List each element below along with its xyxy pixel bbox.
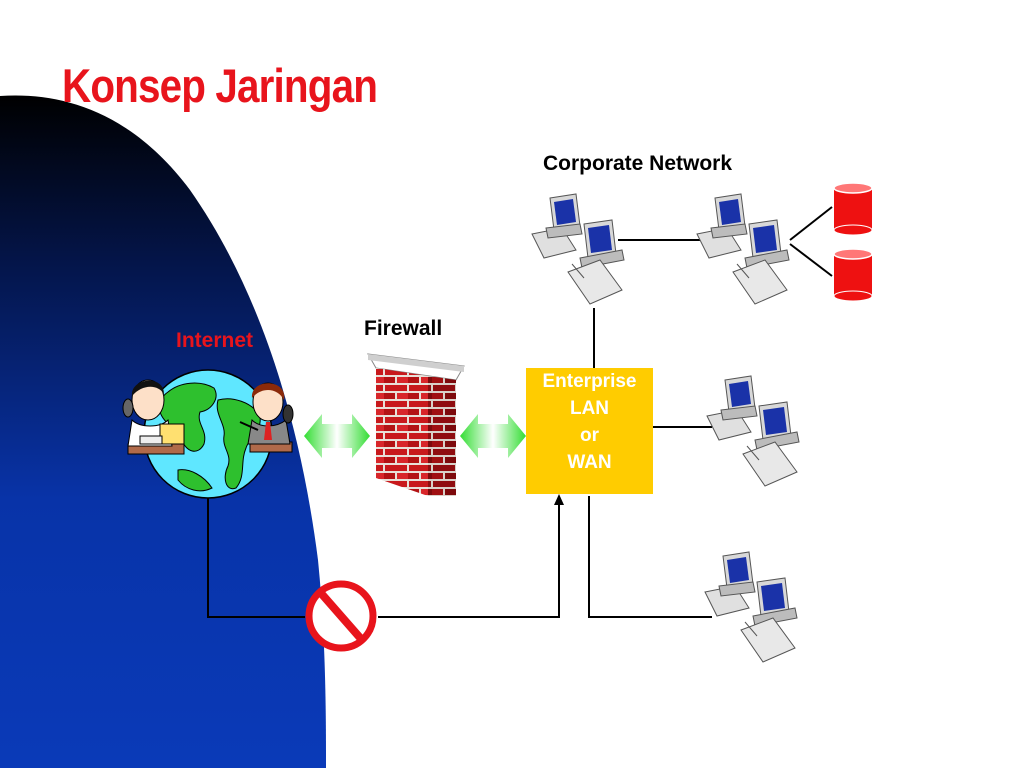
lan-box-line: WAN: [567, 452, 612, 473]
slide-title: Konsep Jaringan: [62, 59, 378, 112]
connection-lines: [207, 206, 833, 618]
corporate-network-label: Corporate Network: [543, 152, 733, 175]
double-arrow-icon: [304, 414, 370, 458]
database-icon: [833, 182, 873, 236]
firewall-label: Firewall: [364, 317, 443, 340]
double-arrow-icon: [460, 414, 526, 458]
lan-box-line: or: [580, 425, 599, 446]
desktop-computer-icon: [706, 375, 800, 487]
desktop-computer-icon: [531, 193, 625, 305]
globe-icon: [143, 369, 273, 499]
person-phone-icon: [122, 379, 185, 455]
lan-box-line: LAN: [569, 398, 610, 419]
desktop-computer-icon: [696, 193, 790, 305]
enterprise-lan-box: Enterprise LAN or WAN: [526, 368, 653, 494]
no-entry-icon: [305, 580, 377, 652]
firewall-brick-wall-icon: [367, 353, 465, 496]
internet-label: Internet: [176, 329, 254, 352]
desktop-computer-icon: [704, 551, 798, 663]
database-icon: [833, 248, 873, 302]
lan-box-line: Enterprise: [542, 371, 637, 392]
person-phone-icon: [239, 382, 294, 453]
up-arrowhead: [554, 494, 564, 505]
